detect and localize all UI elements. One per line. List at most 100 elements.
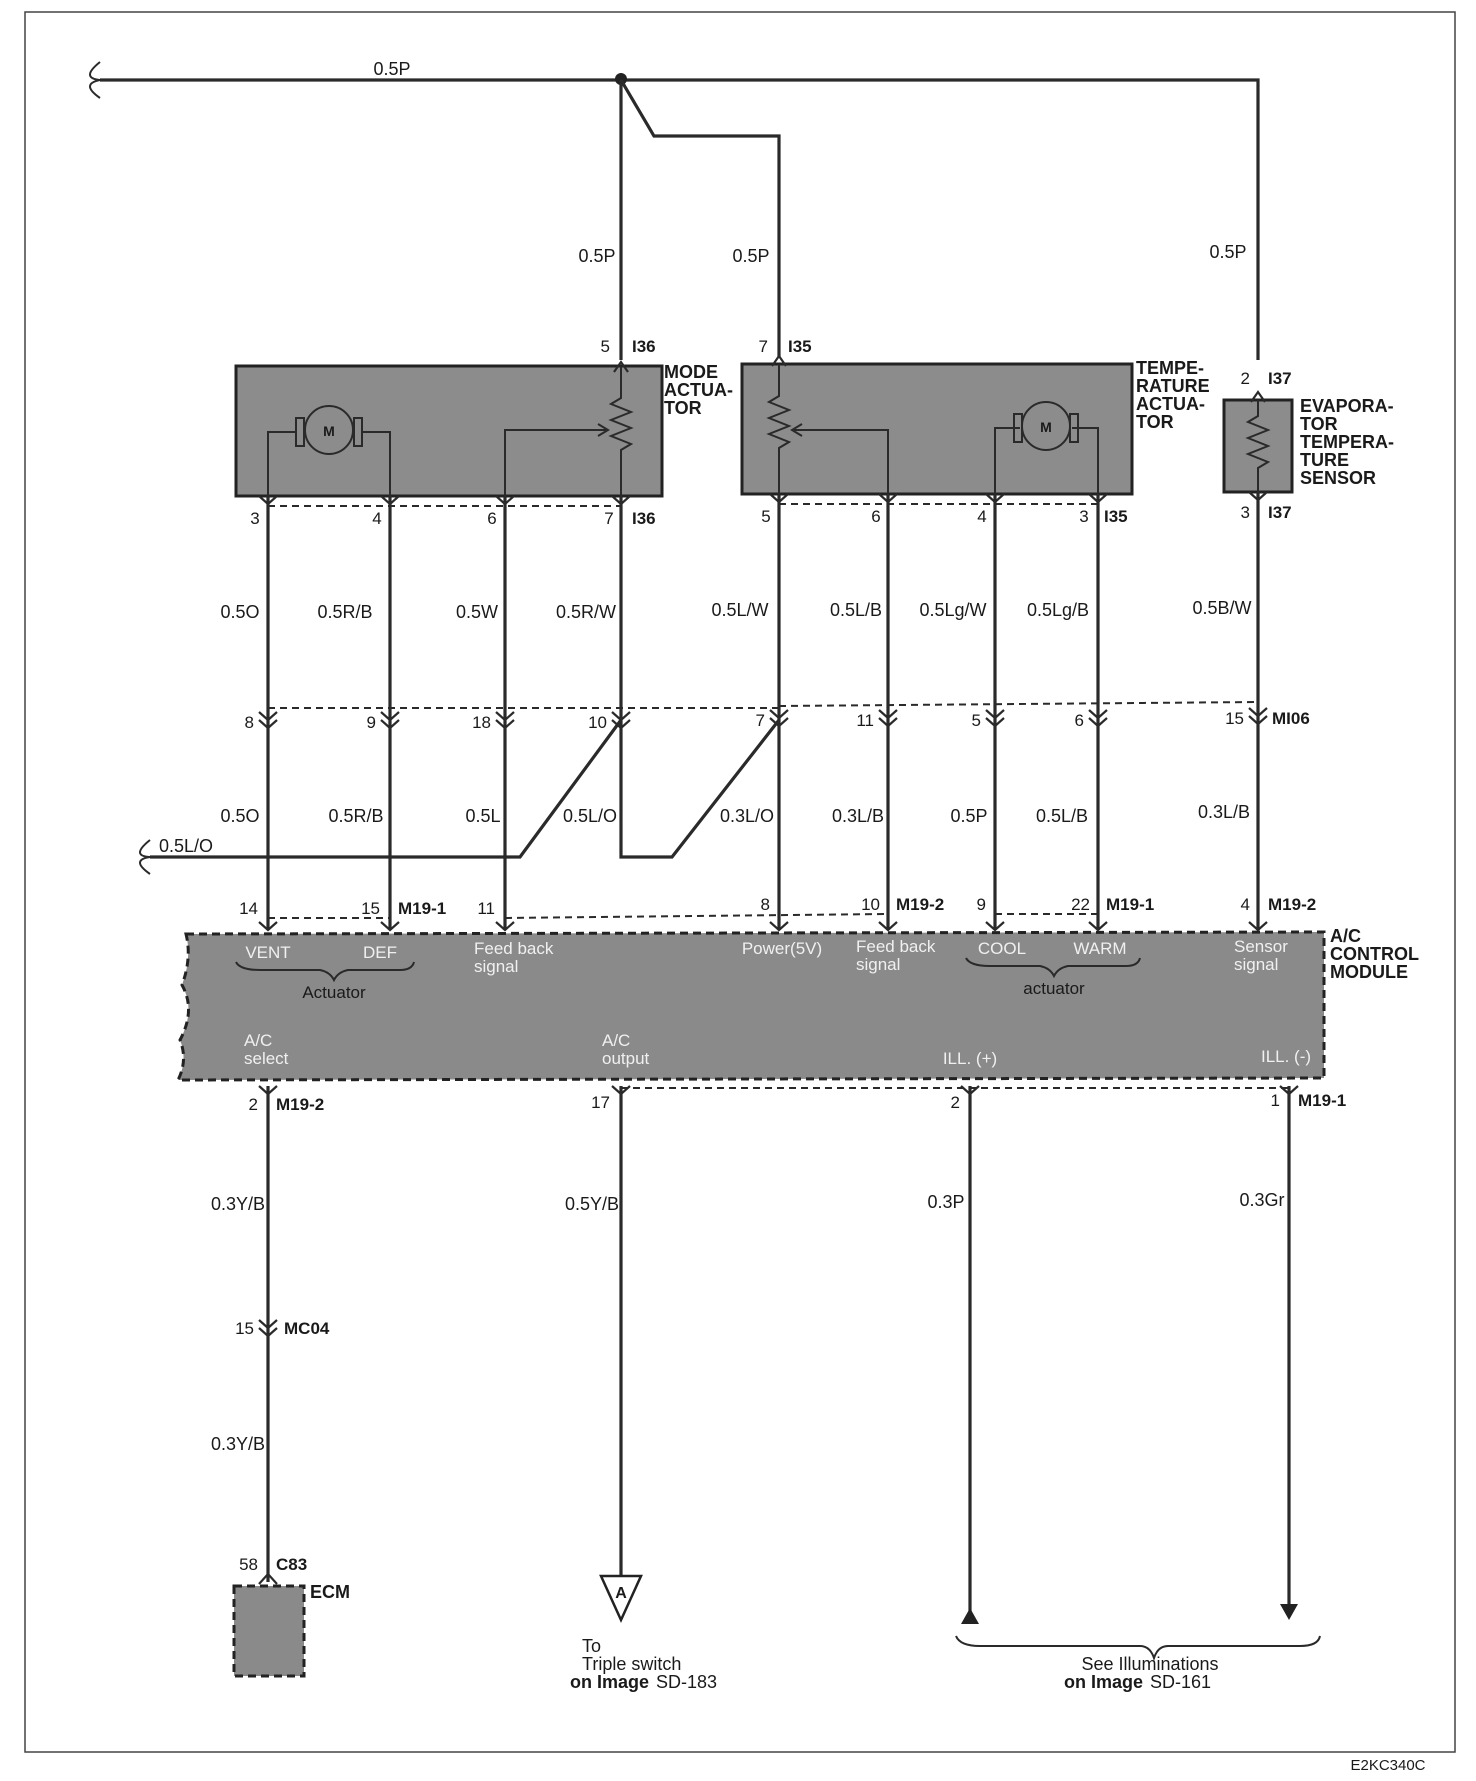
mi06-pin-15: 15 (1225, 709, 1244, 728)
top-bus-end-curl (89, 61, 101, 99)
temp-pin-5: 5 (761, 507, 770, 526)
m19-pin-11: 11 (477, 899, 495, 918)
chevron-icon (1088, 709, 1108, 728)
mi06-pin-6: 6 (1075, 711, 1084, 730)
m19-connector-1a: M19-1 (398, 899, 446, 918)
mode-motor-letter: M (323, 423, 335, 439)
chevron-icon (985, 493, 1005, 504)
signal-ac-select-line2: select (244, 1049, 289, 1068)
m19-lower-pin-1: 1 (1271, 1091, 1280, 1110)
wire-mode-7 (619, 496, 781, 859)
m19-lower-pin-17: 17 (591, 1093, 610, 1112)
actuator-brace (235, 961, 415, 983)
label-ill-plus: 0.3P (927, 1192, 964, 1212)
temp-motor-letter: M (1040, 419, 1052, 435)
chevron-icon (769, 709, 789, 728)
label-mode-6: 0.5W (456, 602, 498, 622)
mi06-connector: MI06 (1272, 709, 1310, 728)
chevron-icon (769, 921, 789, 932)
label-temp-4: 0.5Lg/W (919, 600, 986, 620)
signal-cool: COOL (978, 939, 1026, 958)
chevron-icon (380, 921, 400, 932)
mode-resistor-icon (608, 366, 634, 496)
signal-actuator: Actuator (302, 983, 366, 1002)
signal-fb2-line1: Feed back (856, 937, 936, 956)
upper-wires (139, 492, 1260, 930)
mode-pot-arrow-icon (597, 423, 610, 437)
mi06-pin-11: 11 (856, 711, 874, 730)
ill-plus-arrow-icon (961, 1608, 979, 1624)
label-l15: 0.5R/B (328, 806, 383, 826)
evap-title-3: TEMPERA- (1300, 432, 1394, 452)
wire-lo-diagonal (150, 719, 623, 859)
mode-actuator-title-1: MODE (664, 362, 718, 382)
mi06-connector-dash (268, 701, 1259, 709)
mode-pot-wiper (504, 429, 606, 496)
temp-motor-icon (1021, 401, 1071, 451)
label-l11: 0.5L (465, 806, 500, 826)
m19-connector-2a: M19-2 (896, 895, 944, 914)
temp-pin-4: 4 (977, 507, 986, 526)
evap-feed-label: 0.5P (1209, 242, 1246, 262)
temp-connector-bottom: I35 (1104, 507, 1128, 526)
temp-motor-circuit (994, 427, 1099, 494)
label-mode-3: 0.5O (220, 602, 259, 622)
m19-connector-2b: M19-2 (1268, 895, 1316, 914)
signal-fb1-line1: Feed back (474, 939, 554, 958)
temp-pot-arrow-icon (790, 423, 803, 437)
mi06-pin-5: 5 (972, 711, 981, 730)
chevron-icon (495, 495, 515, 506)
frame-border (24, 11, 1456, 1753)
ac-module-title-3: MODULE (1330, 962, 1408, 982)
label-temp-6: 0.5L/B (830, 600, 882, 620)
mi06-pin-7: 7 (756, 711, 765, 730)
label-evap-3: 0.5B/W (1192, 598, 1251, 618)
mi06-pin-18: 18 (472, 713, 491, 732)
chevron-icon (1248, 707, 1268, 726)
chevron-icon (258, 711, 278, 730)
signal-sensor-line2: signal (1234, 955, 1278, 974)
m19-connector-1b: M19-1 (1106, 895, 1154, 914)
temp-feed-wire (619, 79, 781, 358)
temp-actuator-title-3: ACTUA- (1136, 394, 1205, 414)
label-mode-4: 0.5R/B (317, 602, 372, 622)
ground-a-letter: A (615, 1585, 627, 1602)
temp-pin-3: 3 (1079, 507, 1088, 526)
temp-pin-6: 6 (871, 507, 880, 526)
label-left-stub: 0.5L/O (159, 836, 213, 856)
chevron-icon (613, 360, 629, 373)
m19-pin-14: 14 (239, 899, 258, 918)
mode-connector-top: I36 (632, 337, 656, 356)
mode-motor-icon (304, 405, 354, 455)
mi06-pin-9: 9 (367, 713, 376, 732)
triple-ref-line3a: on Image (570, 1672, 649, 1692)
m19-pin-10: 10 (861, 895, 880, 914)
illum-ref-line2b: SD-161 (1150, 1672, 1211, 1692)
illum-brace (955, 1635, 1321, 1662)
m19-connector-2c: M19-2 (276, 1095, 324, 1114)
m19-pin-15: 15 (361, 899, 380, 918)
chevron-icon (1088, 921, 1108, 932)
evap-pin-3: 3 (1241, 503, 1250, 522)
label-l9: 0.5P (950, 806, 987, 826)
ecm-pin-58: 58 (239, 1555, 258, 1574)
ill-minus-arrow-icon (1280, 1604, 1298, 1620)
evap-pin-2: 2 (1241, 369, 1250, 388)
m19-pin-9: 9 (977, 895, 986, 914)
ac-module-title-1: A/C (1330, 926, 1361, 946)
mode-actuator-title-2: ACTUA- (664, 380, 733, 400)
signal-power: Power(5V) (742, 939, 822, 958)
chevron-icon (611, 711, 631, 730)
evap-connector-bottom: I37 (1268, 503, 1292, 522)
mode-pin-7: 7 (604, 509, 613, 528)
mode-pin-6: 6 (487, 509, 496, 528)
label-temp-5: 0.5L/W (711, 600, 768, 620)
triple-ref-line3b: SD-183 (656, 1672, 717, 1692)
chevron-icon (1250, 390, 1266, 403)
mc04-connector: MC04 (284, 1319, 330, 1338)
signal-fb2-line2: signal (856, 955, 900, 974)
label-l22: 0.5L/B (1036, 806, 1088, 826)
mode-feed-label: 0.5P (578, 246, 615, 266)
evap-title-5: SENSOR (1300, 468, 1376, 488)
label-l10: 0.3L/B (832, 806, 884, 826)
